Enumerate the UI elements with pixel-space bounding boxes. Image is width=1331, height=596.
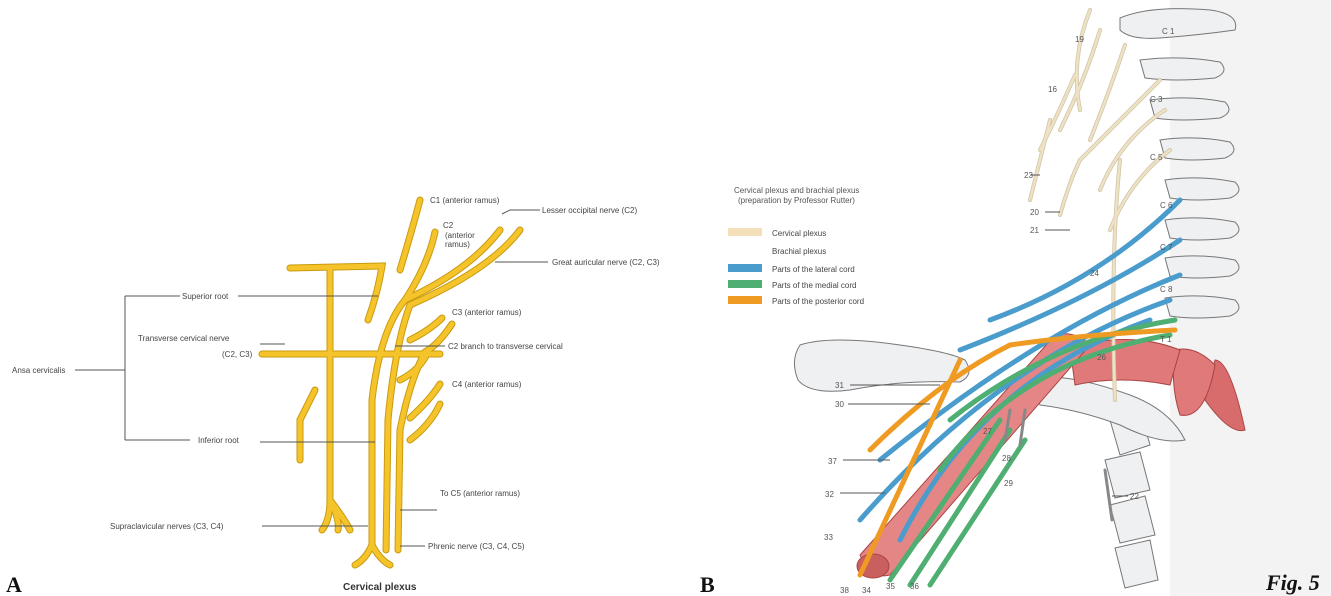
- ref-number: 21: [1030, 226, 1039, 235]
- legend-item-posterior: Parts of the posterior cord: [772, 297, 864, 306]
- legend-title-1: Cervical plexus and brachial plexus: [734, 186, 859, 195]
- label-c2-sub2: ramus): [445, 240, 470, 249]
- ref-number: 29: [1004, 479, 1013, 488]
- label-phrenic: Phrenic nerve (C3, C4, C5): [428, 542, 525, 551]
- label-transverse-cervical-2: (C2, C3): [222, 350, 253, 359]
- label-c3: C3 (anterior ramus): [452, 308, 522, 317]
- ref-number: 27: [983, 427, 992, 436]
- panel-a-letter: A: [6, 572, 22, 596]
- ref-number: 34: [862, 586, 871, 595]
- legend-swatch-medial: [728, 280, 762, 288]
- panel-a: C1 (anterior ramus) C2 (anterior ramus) …: [6, 196, 660, 596]
- ref-number: 28: [1002, 454, 1011, 463]
- ref-number: 37: [828, 457, 837, 466]
- ref-number: 31: [835, 381, 844, 390]
- legend-swatch-lateral: [728, 264, 762, 272]
- label-superior-root: Superior root: [182, 292, 229, 301]
- label-c4: C4 (anterior ramus): [452, 380, 522, 389]
- legend-item-brachial: Brachial plexus: [772, 247, 826, 256]
- ref-number: 24: [1090, 269, 1099, 278]
- vertebra-label-c1: C 1: [1162, 27, 1175, 36]
- legend-swatch-posterior: [728, 296, 762, 304]
- label-transverse-cervical-1: Transverse cervical nerve: [138, 334, 230, 343]
- vertebra-label-t1: T 1: [1160, 335, 1172, 344]
- ref-number: 36: [910, 582, 919, 591]
- ref-number: 22: [1130, 492, 1139, 501]
- ref-number: 30: [835, 400, 844, 409]
- label-c2-branch: C2 branch to transverse cervical: [448, 342, 563, 351]
- vertebra-label-c7: C 7: [1160, 243, 1173, 252]
- label-c1: C1 (anterior ramus): [430, 196, 500, 205]
- label-supraclavicular: Supraclavicular nerves (C3, C4): [110, 522, 224, 531]
- ref-number: 35: [886, 582, 895, 591]
- ref-number: 20: [1030, 208, 1039, 217]
- legend: Cervical plexus and brachial plexus (pre…: [728, 186, 864, 306]
- label-lesser-occipital: Lesser occipital nerve (C2): [542, 206, 637, 215]
- panel-b: Cervical plexus and brachial plexus (pre…: [700, 0, 1331, 596]
- legend-item-cervical: Cervical plexus: [772, 229, 826, 238]
- label-c2: C2: [443, 221, 454, 230]
- label-great-auricular: Great auricular nerve (C2, C3): [552, 258, 660, 267]
- panel-b-letter: B: [700, 572, 715, 596]
- vertebra-label-c5: C 5: [1150, 153, 1163, 162]
- ref-number: 38: [840, 586, 849, 595]
- legend-item-lateral: Parts of the lateral cord: [772, 265, 855, 274]
- legend-title-2: (preparation by Professor Rutter): [738, 196, 855, 205]
- panel-a-caption: Cervical plexus: [343, 582, 417, 593]
- vertebra-label-c8: C 8: [1160, 285, 1173, 294]
- ref-number: 23: [1024, 171, 1033, 180]
- legend-swatch-cervical: [728, 228, 762, 236]
- vertebra-label-c3: C 3: [1150, 95, 1163, 104]
- label-to-c5: To C5 (anterior ramus): [440, 489, 520, 498]
- label-ansa-cervicalis: Ansa cervicalis: [12, 366, 65, 375]
- panel-a-labels: C1 (anterior ramus) C2 (anterior ramus) …: [12, 196, 660, 551]
- vertebra-label-c6: C 6: [1160, 201, 1173, 210]
- ref-number: 19: [1075, 35, 1084, 44]
- label-c2-sub1: (anterior: [445, 231, 475, 240]
- small-nerve-stubs: [1005, 410, 1112, 520]
- label-inferior-root: Inferior root: [198, 436, 240, 445]
- legend-item-medial: Parts of the medial cord: [772, 281, 856, 290]
- ref-number: 26: [1097, 353, 1106, 362]
- ref-number: 33: [824, 533, 833, 542]
- figure-label: Fig. 5: [1265, 570, 1320, 595]
- ref-number: 32: [825, 490, 834, 499]
- ref-number: 16: [1048, 85, 1057, 94]
